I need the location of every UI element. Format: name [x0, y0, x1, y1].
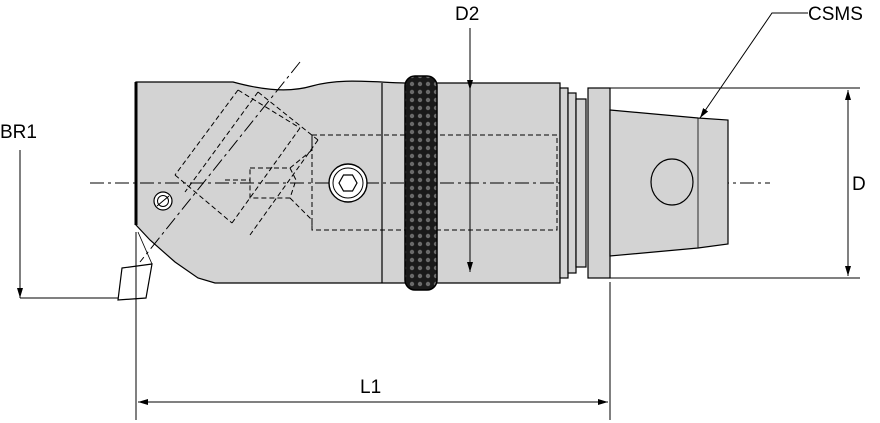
hex-socket-screw	[328, 163, 368, 203]
d2-label: D2	[455, 4, 479, 25]
br1-label: BR1	[0, 122, 37, 143]
csms-label: CSMS	[808, 4, 863, 25]
d-label: D	[852, 174, 866, 195]
clamp-screw	[153, 191, 173, 211]
insert-line	[137, 231, 153, 265]
shank-collar	[559, 87, 611, 279]
csms-leader	[699, 12, 808, 119]
angled-centerline	[139, 61, 301, 263]
l1-label: L1	[360, 377, 381, 398]
shank-hole	[650, 158, 694, 206]
cutting-insert	[117, 263, 153, 301]
l1-dimension	[135, 232, 611, 420]
d-dimension	[610, 87, 860, 279]
knurled-ring	[404, 75, 438, 291]
br1-dimension	[17, 150, 118, 299]
